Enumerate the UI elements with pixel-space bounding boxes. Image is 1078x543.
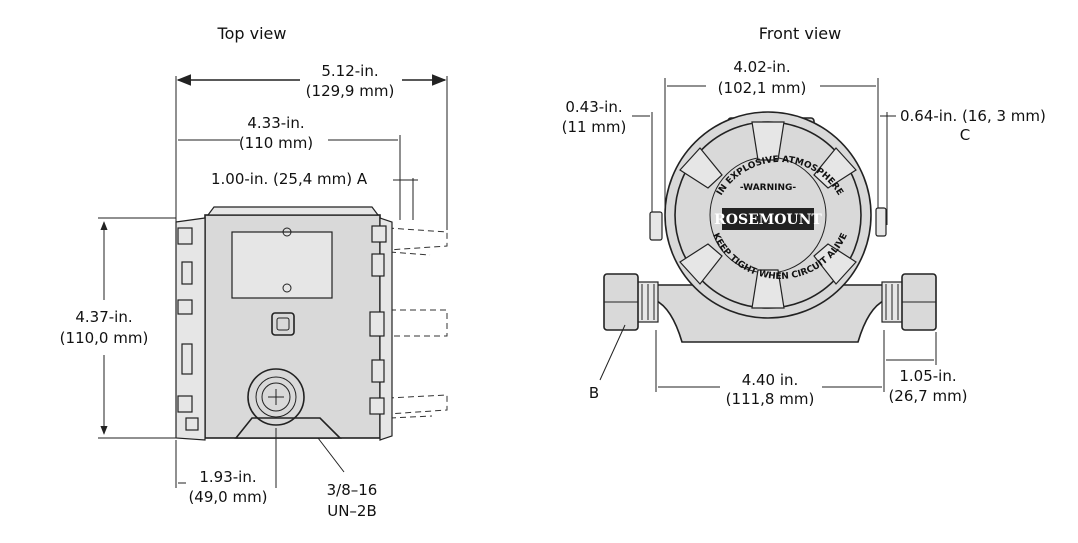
callout-c: C [960, 126, 970, 144]
front-view-title: Front view [759, 24, 841, 43]
top-view: Top view 5.12-in. (129,9 mm) 4.33-in. (1… [60, 24, 448, 520]
conduit-entry-inner [255, 376, 297, 418]
left-conduit-fitting [603, 273, 659, 331]
dim-bottom-offset-in: 1.93-in. [199, 468, 256, 486]
ground-screw [271, 312, 295, 336]
callout-b: B [589, 384, 599, 402]
ground-screw-inner [276, 317, 290, 331]
dim-bottom-offset-mm: (49,0 mm) [188, 488, 267, 506]
label-backdrop [300, 60, 402, 104]
label-backdrop [706, 56, 820, 100]
top-view-title: Top view [217, 24, 287, 43]
dim-fitting-length-in: 1.05-in. [899, 367, 956, 385]
dim-housing-width-in: 4.02-in. [733, 58, 790, 76]
conduit-entry [247, 368, 305, 426]
label-backdrop [240, 128, 328, 152]
mounting-boss [234, 417, 342, 439]
dim-right-clearance: 0.64-in. (16, 3 mm) [900, 107, 1046, 125]
dim-left-clearance-in: 0.43-in. [565, 98, 622, 116]
dim-overall-width-in: 5.12-in. [321, 62, 378, 80]
dim-clearance-a: 1.00-in. (25,4 mm) A [211, 170, 368, 188]
dim-overall-width-mm: (129,9 mm) [306, 82, 395, 100]
right-flange [369, 217, 393, 441]
label-backdrop [720, 370, 822, 410]
conduit-entry-bore [261, 382, 291, 412]
dim-base-width-mm: (111,8 mm) [726, 390, 815, 408]
left-lug [649, 211, 663, 241]
brand-logo: ROSEMOUNT [714, 212, 822, 228]
dim-housing-width-mm: (102,1 mm) [718, 79, 807, 97]
right-conduit-fitting [881, 273, 937, 331]
label-backdrop [186, 470, 274, 492]
dashed-conduit-outline [387, 227, 448, 419]
leader-thread [317, 437, 345, 473]
nameplate [231, 231, 333, 299]
thread-spec-line2: UN–2B [327, 502, 377, 520]
screw-hole [282, 283, 292, 293]
dim-fitting-length-mm: (26,7 mm) [888, 387, 967, 405]
right-lug [875, 207, 887, 237]
dim-body-width-in: 4.33-in. [247, 114, 304, 132]
housing-top-lip [206, 206, 380, 216]
dim-height-mm: (110,0 mm) [60, 329, 149, 347]
leader-b [599, 324, 626, 381]
dim-body-width-mm: (110 mm) [239, 134, 313, 152]
dim-base-width-in: 4.40 in. [742, 371, 799, 389]
screw-hole [282, 227, 292, 237]
brand-plate [722, 208, 814, 230]
cover-warning-label: -WARNING- [740, 183, 797, 193]
front-view: Front view 4.02-in. (102,1 mm) 0.43-in. … [562, 24, 1046, 410]
dim-height-in: 4.37-in. [75, 308, 132, 326]
dim-left-clearance-mm: (11 mm) [562, 118, 627, 136]
cover-ribs [679, 121, 857, 309]
thread-spec-line1: 3/8–16 [327, 481, 378, 499]
left-flange [175, 217, 206, 441]
